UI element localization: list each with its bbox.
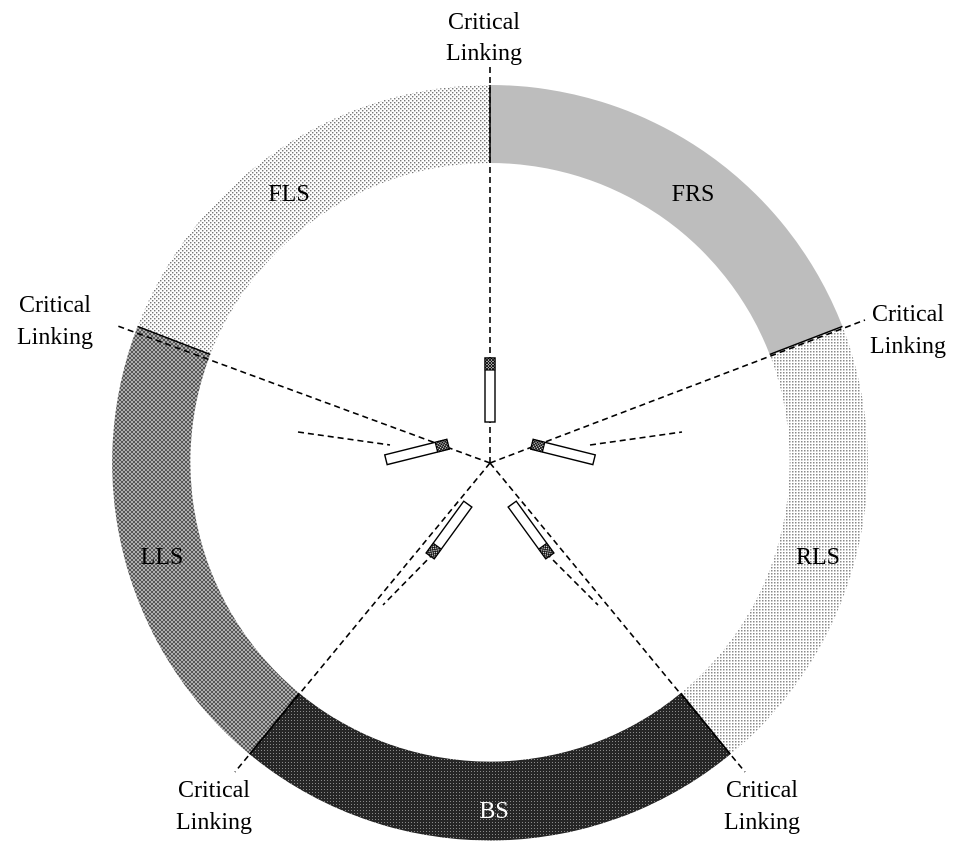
critical-line-bottom-right: [489, 462, 746, 773]
fov-lines: [297, 431, 683, 606]
critical-line-right: [489, 319, 866, 464]
svg-text:Critical: Critical: [19, 292, 91, 318]
svg-text:Linking: Linking: [446, 40, 522, 66]
svg-text:Critical: Critical: [872, 301, 944, 327]
segment-lls: [112, 326, 300, 755]
camera-lens: [537, 542, 555, 560]
critical-linking-label-bottom-right: Critical Linking: [724, 777, 800, 835]
segment-label-rls: RLS: [796, 544, 840, 570]
segment-fls: [137, 85, 491, 355]
critical-line-left: [114, 324, 491, 464]
critical-linking-label-top: Critical Linking: [435, 6, 545, 66]
camera-front: [484, 357, 496, 423]
camera-right: [529, 438, 597, 466]
critical-linking-label-left: Critical Linking: [17, 292, 93, 350]
segment-rls: [680, 326, 868, 755]
svg-text:Linking: Linking: [17, 324, 93, 350]
critical-linking-lines: [114, 62, 866, 773]
camera-lens: [425, 542, 443, 560]
segment-label-fls: FLS: [268, 181, 309, 207]
segment-frs: [490, 85, 843, 355]
camera-back-right: [507, 500, 555, 560]
svg-text:Linking: Linking: [724, 809, 800, 835]
segment-bs: [249, 693, 731, 841]
camera-back-left: [425, 500, 473, 560]
svg-text:Critical: Critical: [726, 777, 798, 803]
segment-label-lls: LLS: [141, 544, 184, 570]
critical-linking-label-bottom-left: Critical Linking: [176, 777, 252, 835]
svg-text:Critical: Critical: [178, 777, 250, 803]
segment-label-bs: BS: [479, 798, 508, 824]
camera-lens: [484, 357, 496, 371]
camera-lens: [434, 438, 450, 453]
critical-linking-label-right: Critical Linking: [870, 301, 946, 359]
camera-lens: [530, 438, 546, 453]
segment-label-frs: FRS: [672, 181, 715, 207]
svg-text:Linking: Linking: [870, 333, 946, 359]
critical-line-bottom-left: [234, 462, 491, 773]
camera-left: [383, 438, 451, 466]
svg-text:Critical: Critical: [448, 9, 520, 35]
svg-text:Linking: Linking: [176, 809, 252, 835]
